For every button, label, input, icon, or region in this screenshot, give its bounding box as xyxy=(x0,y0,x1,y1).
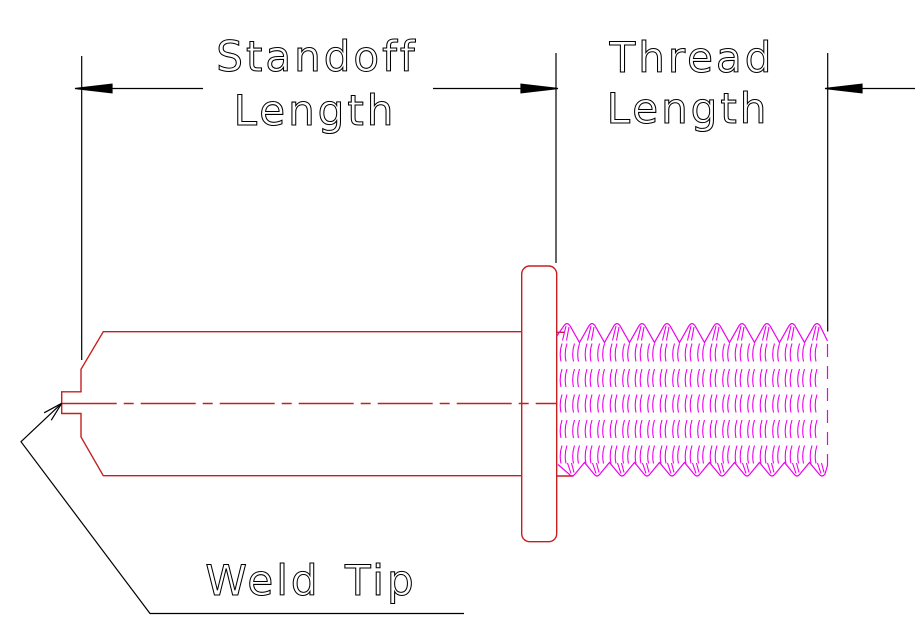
arrowhead-thread-end xyxy=(824,83,863,94)
thread-path xyxy=(556,323,829,344)
labels: Standoff Length Thread Length Weld Tip xyxy=(205,31,775,605)
arrowhead-left xyxy=(74,83,113,94)
arrowhead-flange xyxy=(520,83,559,94)
thread-path xyxy=(561,325,825,474)
stud-body xyxy=(61,265,574,543)
thread-length-label-line1: Thread xyxy=(609,33,775,82)
standoff-length-label-line2: Length xyxy=(234,86,397,135)
thread-root-lines xyxy=(559,343,818,464)
thread-profile xyxy=(556,323,829,477)
standoff-length-label-line1: Standoff xyxy=(216,32,417,81)
dimensions xyxy=(20,53,915,615)
thread-path xyxy=(559,343,818,464)
weld-tip-leader-arrowhead xyxy=(43,402,63,421)
thread-length-label-line2: Length xyxy=(607,84,770,133)
thread xyxy=(556,323,829,477)
weld-tip-leader-line xyxy=(20,402,464,615)
weld-tip-label: Weld Tip xyxy=(205,556,416,605)
thread-path xyxy=(557,461,829,477)
stud-body-outline xyxy=(61,331,522,477)
